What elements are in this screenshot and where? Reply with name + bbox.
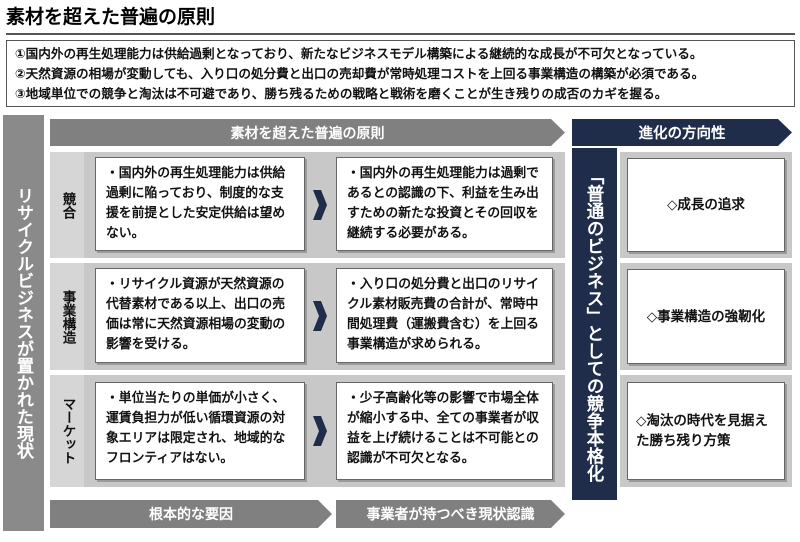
title-underline [6,33,795,35]
direction-growth: ◇成長の追求 [627,158,785,252]
cause-box-market: ・単位当たりの単価が小さく、運賃負担力が低い循環資源の対象エリアは限定され、地域… [95,382,305,480]
row-label-competition: 競合 [50,152,84,258]
page-title: 素材を超えた普遍の原則 [6,6,216,28]
chevron-right-icon [313,416,327,446]
awareness-box-business-structure: ・入り口の処分費と出口のリサイクル素材販売費の合計が、常時中間処理費（運搬費含む… [336,268,553,363]
awareness-box-market: ・少子高齢化等の影響で市場全体が縮小する中、全ての事業者が収益を上げ続けることは… [336,382,553,480]
competition-escalation-label: 「普通のビジネス」としての競争本格化 [572,148,617,500]
awareness-band: 事業者が持つべき現状認識 [336,500,565,528]
direction-survival: ◇淘汰の時代を見据えた勝ち残り方策 [627,382,785,480]
summary-point-3: ③地域単位での競争と淘汰は不可避であり、勝ち残るための戦略と戦術を磨くことが生き… [15,86,668,101]
summary-point-1: ①国内外の再生処理能力は供給過剰となっており、新たなビジネスモデル構築による継続… [15,46,703,61]
root-cause-band: 根本的な要因 [50,500,332,528]
row-label-market: マーケット [50,375,84,487]
current-situation-label: リサイクルビジネスが置かれた現状 [3,115,44,531]
summary-point-2: ②天然資源の相場が変動しても、入り口の処分費と出口の売却費が常時処理コストを上回… [15,66,705,81]
row-label-business-structure: 事業構造 [50,263,84,370]
awareness-box-competition: ・国内外の再生処理能力は過剰であるとの認識の下、利益を生み出すための新たな投資と… [336,157,553,251]
chevron-right-icon [313,301,327,331]
cause-box-business-structure: ・リサイクル資源が天然資源の代替素材である以上、出口の売価は常に天然資源相場の変… [95,268,305,363]
cause-box-competition: ・国内外の再生処理能力は供給過剰に陥っており、制度的な支援を前提とした安定供給は… [95,157,305,251]
summary-box: ①国内外の再生処理能力は供給過剰となっており、新たなビジネスモデル構築による継続… [6,40,795,107]
direction-structure: ◇事業構造の強靭化 [627,269,785,364]
direction-header: 進化の方向性 [572,119,792,146]
chevron-right-icon [313,190,327,220]
principle-band: 素材を超えた普遍の原則 [50,119,565,146]
